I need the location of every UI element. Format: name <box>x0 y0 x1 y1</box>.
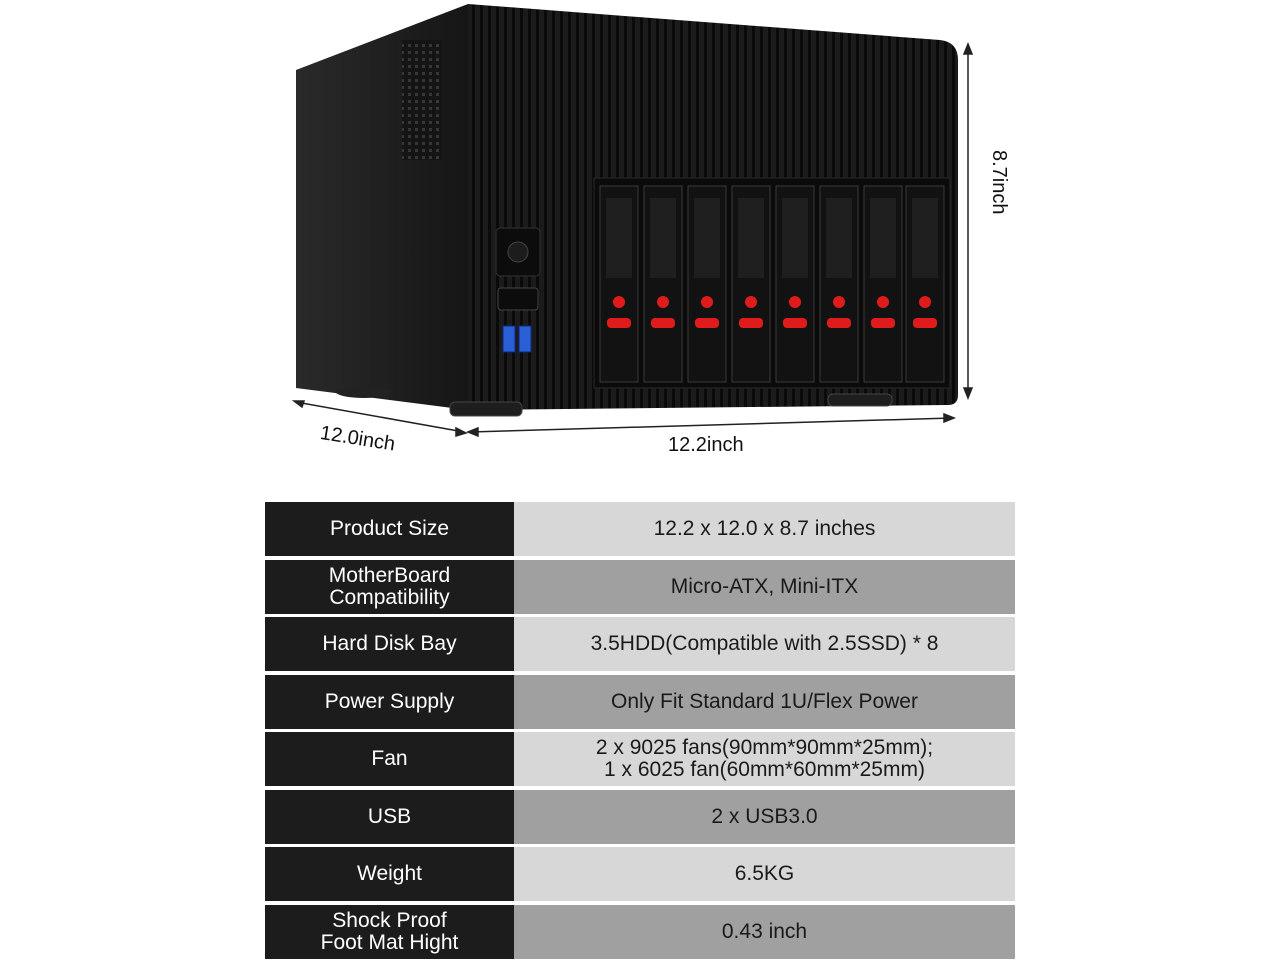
usb-port <box>502 325 516 353</box>
spec-label: Product Size <box>265 502 514 556</box>
spec-label: Fan <box>265 732 514 786</box>
table-row: Product Size 12.2 x 12.0 x 8.7 inches <box>265 502 1015 556</box>
table-row: Hard Disk Bay 3.5HDD(Compatible with 2.5… <box>265 617 1015 671</box>
spec-label: Weight <box>265 847 514 901</box>
height-label: 8.7inch <box>988 150 1010 215</box>
table-row: Power Supply Only Fit Standard 1U/Flex P… <box>265 674 1015 729</box>
spec-value: 2 x 9025 fans(90mm*90mm*25mm); 1 x 6025 … <box>514 732 1015 786</box>
spec-value: Micro-ATX, Mini-ITX <box>514 559 1015 614</box>
spec-value: 3.5HDD(Compatible with 2.5SSD) * 8 <box>514 617 1015 671</box>
spec-label: MotherBoard Compatibility <box>265 559 514 614</box>
usb-port <box>518 325 532 353</box>
table-row: USB 2 x USB3.0 <box>265 789 1015 844</box>
table-row: Shock Proof Foot Mat Hight 0.43 inch <box>265 904 1015 959</box>
nas-case-image <box>291 4 974 438</box>
spec-value: 2 x USB3.0 <box>514 789 1015 844</box>
dimension-arrows <box>291 41 974 438</box>
reset-button <box>497 287 539 311</box>
product-illustration: 12.0inch 12.2inch 8.7inch <box>0 0 1280 480</box>
spec-label: Hard Disk Bay <box>265 617 514 671</box>
table-row: Fan 2 x 9025 fans(90mm*90mm*25mm); 1 x 6… <box>265 732 1015 786</box>
spec-value: 12.2 x 12.0 x 8.7 inches <box>514 502 1015 556</box>
spec-label: Power Supply <box>265 674 514 729</box>
spec-table: Product Size 12.2 x 12.0 x 8.7 inches Mo… <box>265 502 1015 962</box>
side-panel <box>296 4 468 410</box>
power-button <box>507 241 529 263</box>
table-row: Weight 6.5KG <box>265 847 1015 901</box>
width-label: 12.2inch <box>668 434 744 456</box>
drive-trays <box>599 185 945 383</box>
spec-label: Shock Proof Foot Mat Hight <box>265 904 514 959</box>
spec-value: Only Fit Standard 1U/Flex Power <box>514 674 1015 729</box>
spec-label: USB <box>265 789 514 844</box>
spec-value: 0.43 inch <box>514 904 1015 959</box>
spec-value: 6.5KG <box>514 847 1015 901</box>
table-row: MotherBoard Compatibility Micro-ATX, Min… <box>265 559 1015 614</box>
